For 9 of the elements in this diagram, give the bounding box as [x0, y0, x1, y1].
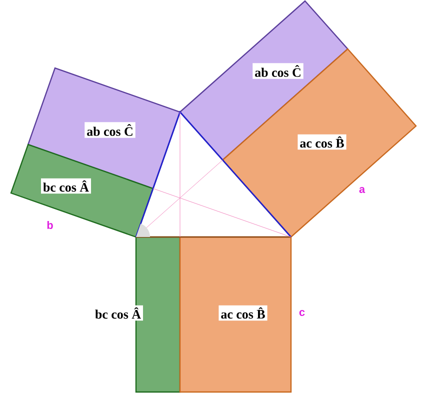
formula-label: ac cos B̂ — [298, 134, 346, 150]
formula-label: bc cos Â — [40, 178, 92, 194]
formula-label: ab cos Ĉ — [84, 122, 136, 138]
side-label: a — [359, 187, 366, 193]
formula-label: ac cos B̂ — [218, 305, 268, 321]
side-label: b — [47, 220, 53, 230]
formula-label: ab cos Ĉ — [252, 63, 304, 79]
formula-label: bc cos Â — [92, 305, 144, 321]
side-label: c — [299, 310, 305, 316]
